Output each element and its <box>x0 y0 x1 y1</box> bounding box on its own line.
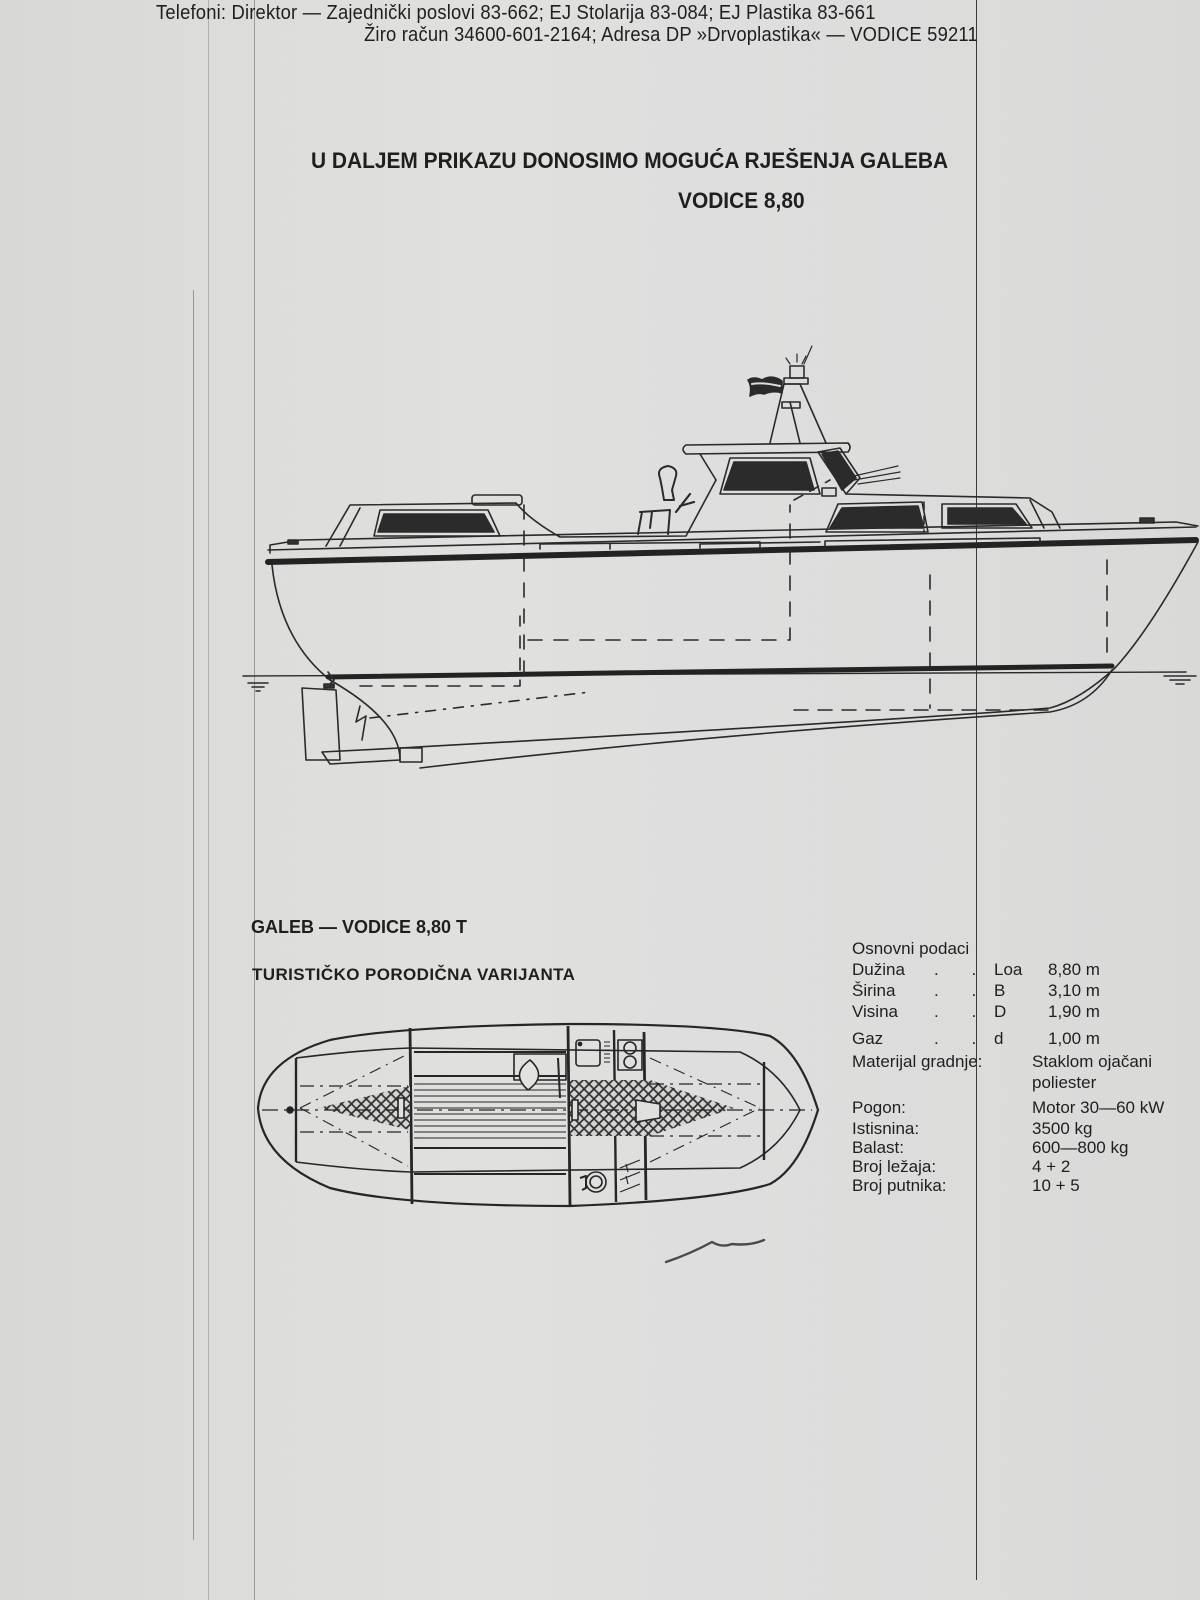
spec-label: Gaz <box>852 1029 884 1048</box>
spec-symbol: d <box>994 1029 1004 1048</box>
model-variant: TURISTIČKO PORODIČNA VARIJANTA <box>252 965 576 984</box>
page-title: U DALJEM PRIKAZU DONOSIMO MOGUĆA RJEŠENJ… <box>311 148 949 173</box>
page-subtitle: VODICE 8,80 <box>678 188 805 213</box>
spec-symbol: D <box>994 1002 1007 1021</box>
spec-value: Motor 30—60 kW <box>1032 1098 1165 1117</box>
side-elevation-drawing <box>242 345 1199 769</box>
spec-value: poliester <box>1032 1073 1097 1092</box>
leader-dots: . . <box>934 960 991 979</box>
spec-value: 1,00 m <box>1048 1029 1100 1048</box>
spec-label: Dužina <box>852 960 905 979</box>
spec-value: 4 + 2 <box>1032 1157 1071 1176</box>
leader-dots: . . <box>934 1029 991 1048</box>
spec-value: 8,80 m <box>1048 960 1100 979</box>
spec-value: 1,90 m <box>1048 1002 1100 1021</box>
spec-symbol: B <box>994 981 1006 1000</box>
spec-value: 10 + 5 <box>1032 1176 1080 1195</box>
spec-label: Broj ležaja: <box>852 1157 937 1176</box>
paper-fold-line <box>193 290 194 1540</box>
model-name: GALEB — VODICE 8,80 T <box>251 917 468 937</box>
spec-label: Širina <box>852 981 896 1000</box>
spec-label: Istisnina: <box>852 1119 920 1138</box>
spec-label: Balast: <box>852 1138 904 1157</box>
spec-label: Broj putnika: <box>852 1176 947 1195</box>
paper-fold-line <box>208 0 209 1600</box>
paper-fold-line <box>254 0 255 1600</box>
deck-plan-drawing <box>256 1022 820 1208</box>
leader-dots: . . <box>934 1002 991 1021</box>
spec-value: 3500 kg <box>1032 1119 1093 1138</box>
spec-value: 3,10 m <box>1048 981 1100 1000</box>
leader-dots: . . <box>934 981 991 1000</box>
spec-value: 600—800 kg <box>1032 1138 1129 1157</box>
spec-title-text: Osnovni podaci <box>852 939 970 958</box>
spec-symbol: Loa <box>994 960 1023 979</box>
letterhead-phones: Telefoni: Direktor — Zajednički poslovi … <box>156 2 876 24</box>
letterhead-address: Žiro račun 34600-601-2164; Adresa DP »Dr… <box>364 24 978 46</box>
spec-label: Materijal gradnje: <box>852 1052 983 1071</box>
spec-label: Visina <box>852 1002 898 1021</box>
spec-label: Pogon: <box>852 1098 906 1117</box>
paper-fold-line <box>976 0 977 1580</box>
spec-value: Staklom ojačani <box>1032 1052 1153 1071</box>
